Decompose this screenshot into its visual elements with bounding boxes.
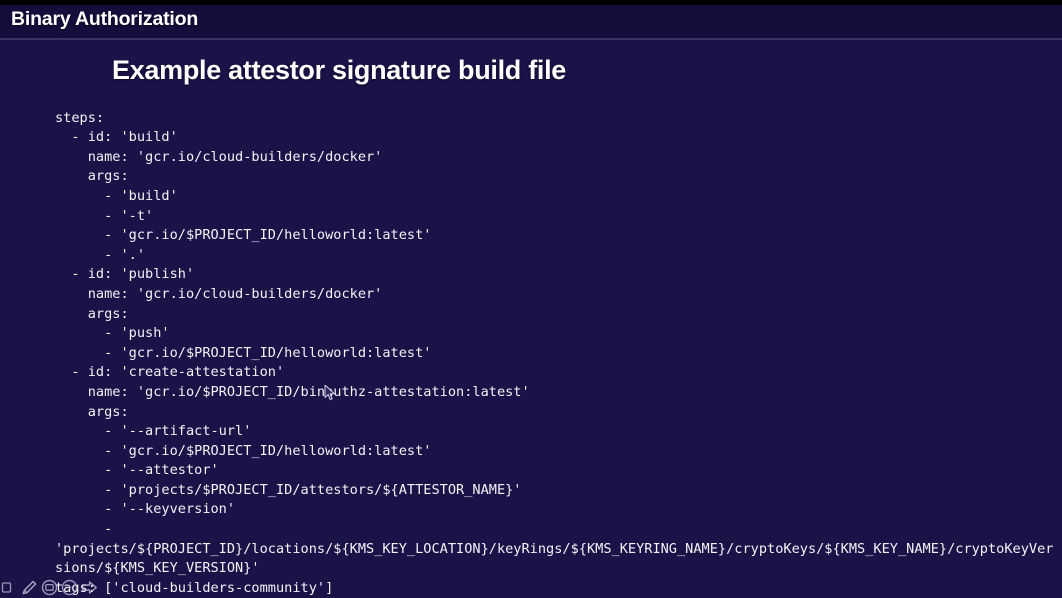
next-slide-arrow-icon[interactable] <box>80 578 99 597</box>
code-line: - 'gcr.io/$PROJECT_ID/helloworld:latest' <box>55 344 432 361</box>
code-line: name: 'gcr.io/$PROJECT_ID/binauthz-attes… <box>55 383 530 400</box>
code-line: - <box>55 521 121 538</box>
code-line: name: 'gcr.io/cloud-builders/docker' <box>55 285 383 302</box>
code-line: steps: <box>55 109 105 126</box>
code-line: - '-t' <box>55 207 154 224</box>
code-line: name: 'gcr.io/cloud-builders/docker' <box>55 148 383 165</box>
code-line-tags: tags: ['cloud-builders-community'] <box>55 579 334 596</box>
code-line-wrapped: 'projects/${PROJECT_ID}/locations/${KMS_… <box>55 540 1054 577</box>
code-line: - 'push' <box>55 325 170 342</box>
code-line: - 'gcr.io/$PROJECT_ID/helloworld:latest' <box>55 442 432 459</box>
slide-content-area: Example attestor signature build file st… <box>0 40 1062 598</box>
code-line: args: <box>55 403 129 420</box>
yaml-code-block: steps: - id: 'build' name: 'gcr.io/cloud… <box>55 109 1055 598</box>
code-line: - 'build' <box>55 187 178 204</box>
code-line: - '--artifact-url' <box>55 423 252 440</box>
presenter-toolbar[interactable] <box>0 576 99 598</box>
code-line: - 'gcr.io/$PROJECT_ID/helloworld:latest' <box>55 227 432 244</box>
code-line: - '--attestor' <box>55 462 219 479</box>
code-line: args: <box>55 168 129 185</box>
code-line: - id: 'create-attestation' <box>55 364 285 381</box>
page-title: Binary Authorization <box>11 8 199 30</box>
laser-icon[interactable] <box>40 578 59 597</box>
pointer-icon[interactable] <box>0 578 19 597</box>
more-options-icon[interactable] <box>60 578 79 597</box>
code-line: args: <box>55 305 129 322</box>
pen-icon[interactable] <box>20 578 39 597</box>
code-line: - id: 'publish' <box>55 266 195 283</box>
code-line: - id: 'build' <box>55 129 178 146</box>
code-line: - '.' <box>55 246 146 263</box>
code-line: - '--keyversion' <box>55 501 236 518</box>
code-line: - 'projects/$PROJECT_ID/attestors/${ATTE… <box>55 481 522 498</box>
header-divider <box>0 38 1062 40</box>
top-black-strip <box>0 0 1062 5</box>
slide-heading: Example attestor signature build file <box>112 55 567 85</box>
slide-header-bar: Binary Authorization <box>0 5 1062 38</box>
